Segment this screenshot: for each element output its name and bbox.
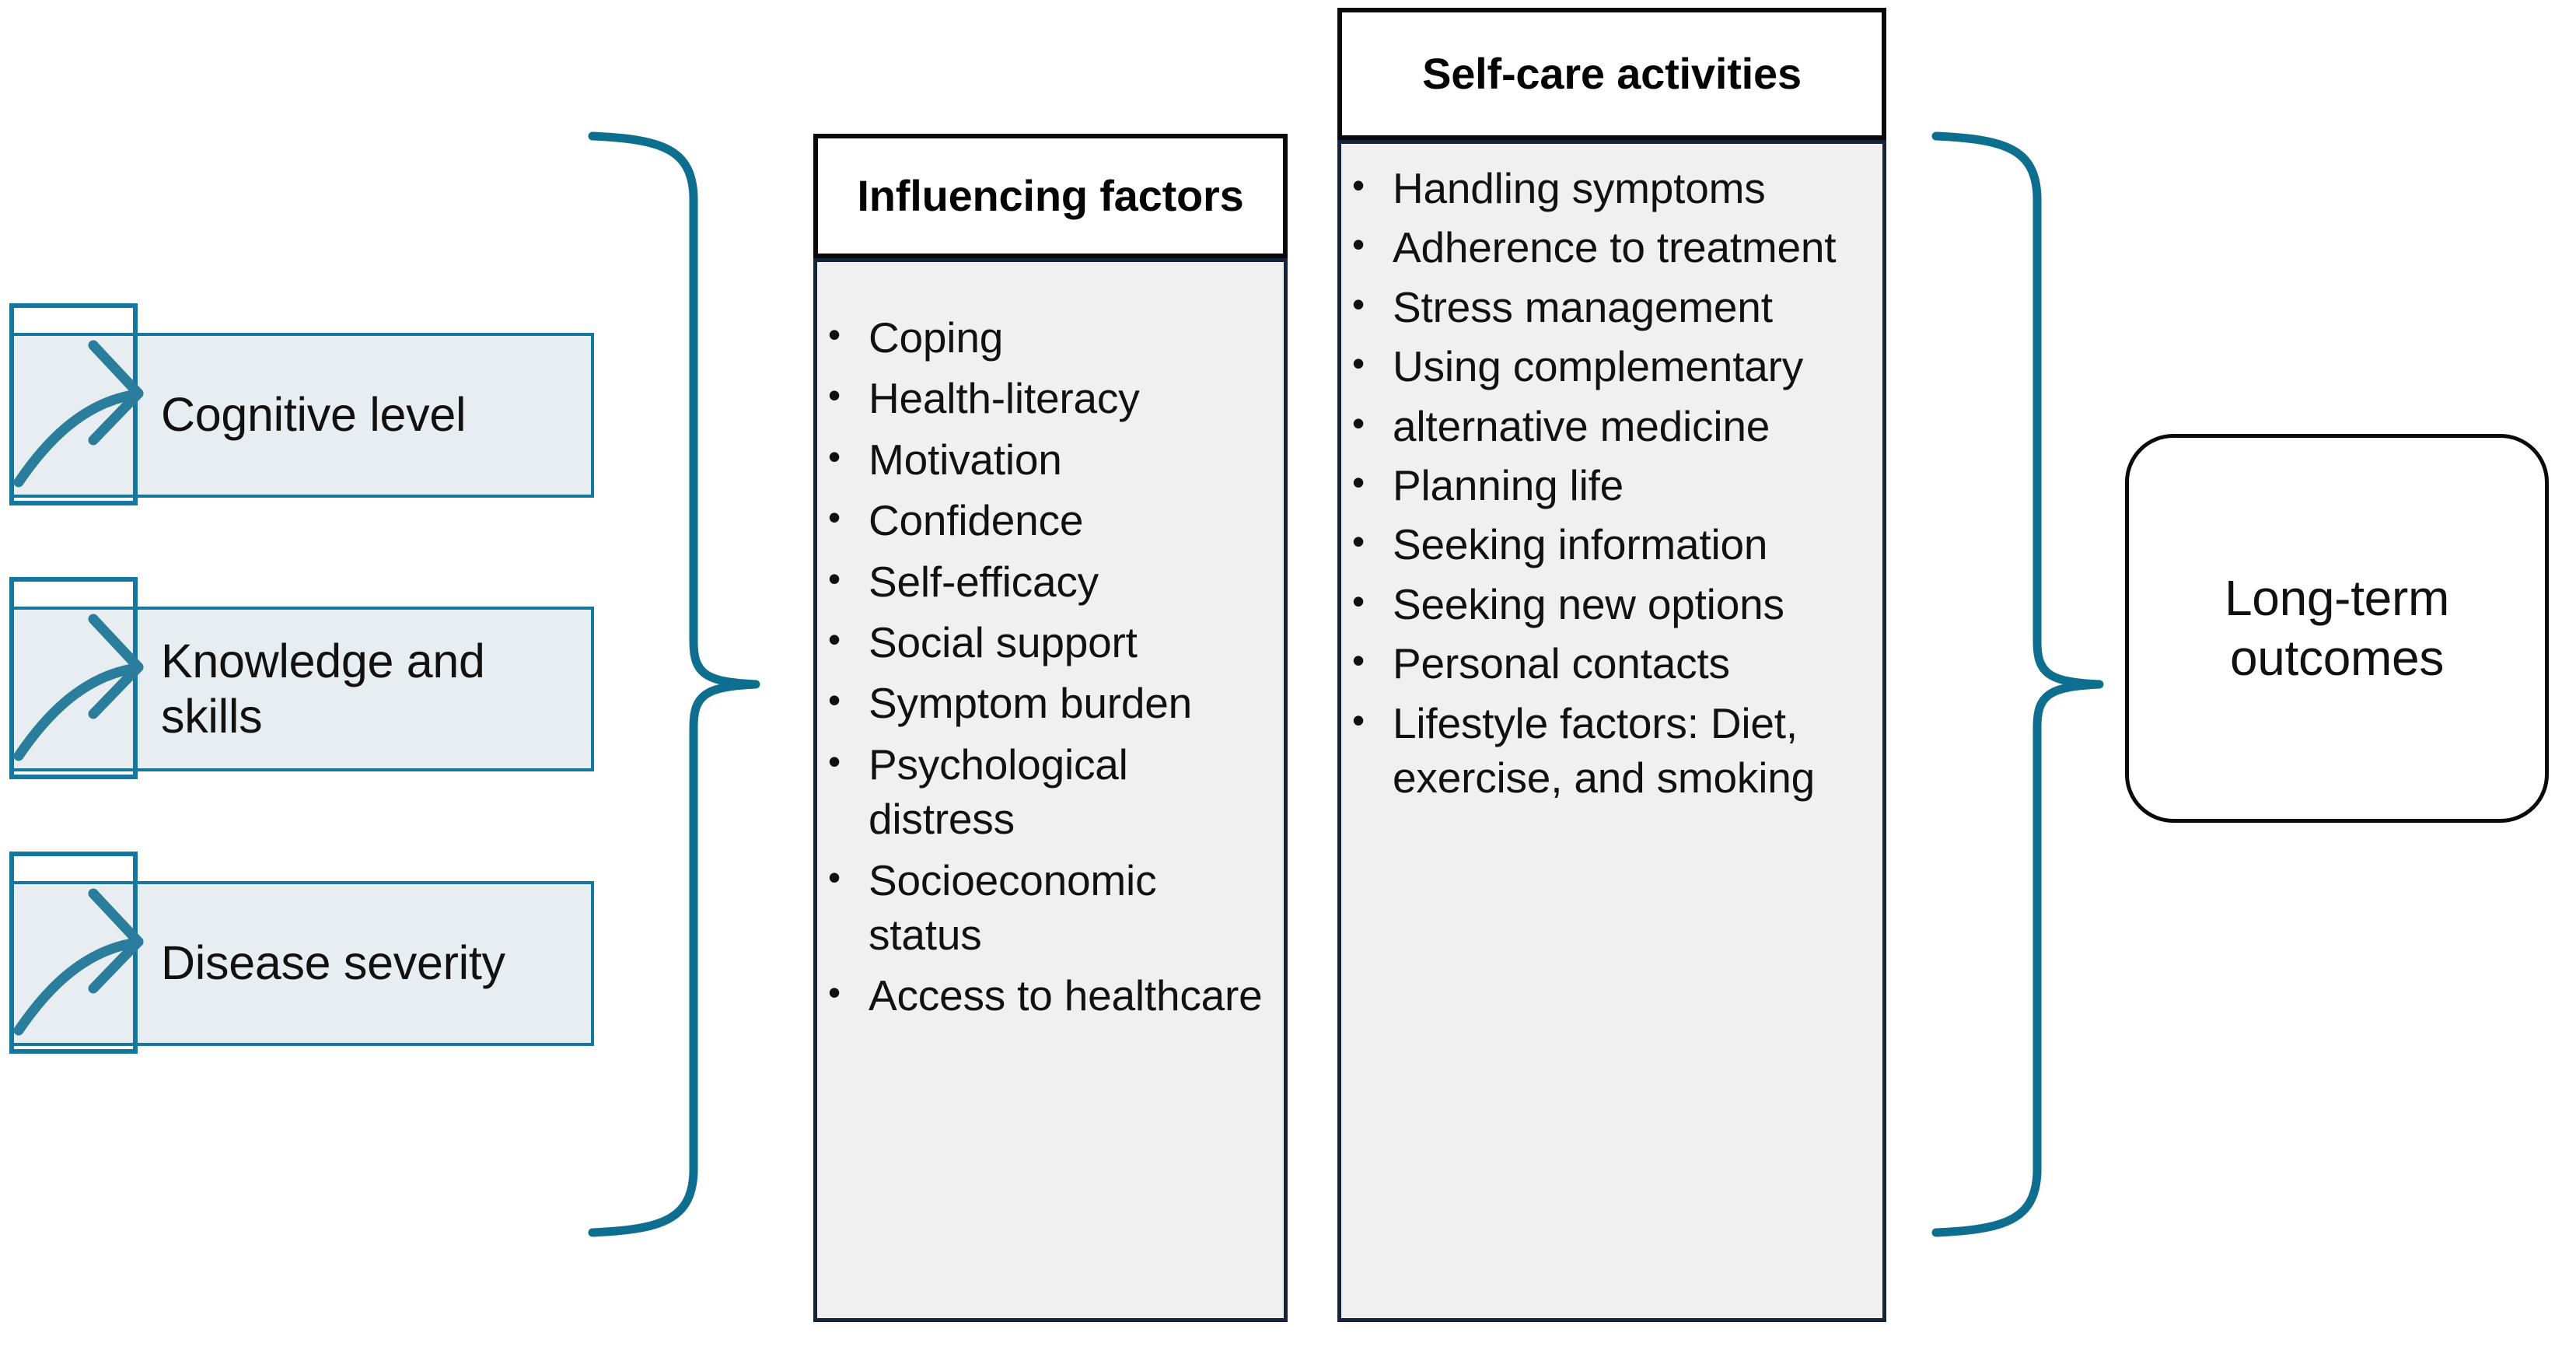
self-care-activity-item: • Seeking information: [1352, 517, 1868, 572]
determinant-label: Disease severity: [161, 936, 505, 990]
influencing-factor-item-label: Symptom burden: [869, 679, 1193, 728]
influencing-factor-item: • Coping: [828, 310, 1270, 365]
self-care-activity-item: • Personal contacts: [1352, 636, 1868, 691]
self-care-activity-item: • Handling symptoms: [1352, 161, 1868, 215]
bullet-icon: •: [828, 497, 841, 538]
self-care-activity-item: • alternative medicine: [1352, 399, 1868, 453]
determinant-label: Cognitive level: [161, 388, 467, 442]
influencing-factor-item: • Social support: [828, 615, 1270, 670]
influencing-factor-item-label: Self-efficacy: [869, 557, 1099, 606]
self-care-activity-item-label: Adherence to treatment: [1393, 223, 1837, 272]
determinant-icon-frame-2: [9, 577, 138, 779]
bullet-icon: •: [828, 558, 841, 599]
bullet-icon: •: [1352, 521, 1365, 562]
self-care-activities-header: Self-care activities: [1337, 8, 1886, 140]
bullet-icon: •: [828, 618, 841, 659]
bullet-icon: •: [1352, 224, 1365, 265]
self-care-activity-item: • Stress management: [1352, 280, 1868, 334]
self-care-activities-list: • Handling symptoms • Adherence to treatmen…: [1352, 161, 1868, 805]
influencing-factors-title: Influencing factors: [857, 170, 1244, 220]
influencing-factor-item-label: Confidence: [869, 496, 1084, 545]
self-care-activity-item: • Planning life: [1352, 458, 1868, 512]
self-care-activity-item-label: Planning life: [1393, 460, 1624, 509]
self-care-activity-item-label: Handling symptoms: [1393, 164, 1766, 212]
self-care-activities-body: • Handling symptoms • Adherence to treatmen…: [1337, 140, 1886, 1322]
influencing-factors-header: Influencing factors: [813, 134, 1288, 258]
influencing-factor-item: • Self-efficacy: [828, 554, 1270, 609]
influencing-factor-item-label: Coping: [869, 313, 1004, 362]
influencing-factor-item-label: Health-literacy: [869, 374, 1140, 423]
influencing-factor-item-label: Socioeconomic status: [869, 855, 1157, 959]
bullet-icon: •: [1352, 580, 1365, 621]
bullet-icon: •: [1352, 165, 1365, 205]
long-term-outcomes-label: Long-term outcomes: [2225, 570, 2449, 686]
influencing-factor-item: • Access to healthcare: [828, 968, 1270, 1023]
bullet-icon: •: [828, 740, 841, 782]
self-care-activity-item-label: Stress management: [1393, 282, 1773, 331]
determinant-icon-frame-1: [9, 303, 138, 505]
influencing-factors-list: • Coping • Health-literacy • Motivation • Confi…: [828, 310, 1270, 1023]
influencing-factor-item: • Confidence: [828, 493, 1270, 547]
influencing-factors-body: • Coping • Health-literacy • Motivation • Confi…: [813, 258, 1288, 1322]
influencing-factor-item: • Socioeconomic status: [828, 853, 1270, 963]
influencing-factor-item-label: Social support: [869, 617, 1138, 666]
self-care-activity-item-label: Personal contacts: [1393, 639, 1730, 688]
influencing-factor-item: • Symptom burden: [828, 676, 1270, 730]
bullet-icon: •: [1352, 640, 1365, 681]
bullet-icon: •: [828, 680, 841, 721]
self-care-activities-title: Self-care activities: [1422, 48, 1802, 98]
bullet-icon: •: [828, 972, 841, 1013]
long-term-outcomes-box[interactable]: Long-term outcomes: [2125, 434, 2549, 823]
influencing-factor-item: • Motivation: [828, 432, 1270, 487]
bullet-icon: •: [828, 375, 841, 416]
bullet-icon: •: [1352, 283, 1365, 324]
bullet-icon: •: [828, 314, 841, 355]
self-care-activity-item: • Seeking new options: [1352, 577, 1868, 631]
bullet-icon: •: [828, 856, 841, 897]
left-curly-brace: [588, 131, 760, 1237]
self-care-activity-item: • Adherence to treatment: [1352, 220, 1868, 275]
bullet-icon: •: [828, 435, 841, 477]
self-care-activity-item-label: Using complementary: [1393, 342, 1804, 391]
influencing-factor-item-label: Motivation: [869, 435, 1062, 484]
bullet-icon: •: [1352, 461, 1365, 502]
determinant-icon-frame-3: [9, 852, 138, 1054]
right-curly-brace: [1931, 131, 2104, 1237]
self-care-activity-item: • Using complementary: [1352, 339, 1868, 393]
self-care-activity-item: • Lifestyle factors: Diet, exercise, and …: [1352, 696, 1868, 806]
self-care-activity-item-label: alternative medicine: [1393, 401, 1770, 450]
self-care-activity-item-label: Seeking information: [1393, 520, 1768, 569]
self-care-activity-item-label: Seeking new options: [1393, 579, 1784, 628]
influencing-factor-item-label: Access to healthcare: [869, 971, 1263, 1020]
determinant-label: Knowledge and skills: [161, 634, 485, 743]
self-care-activity-item-label: Lifestyle factors: Diet, exercise, and s…: [1393, 698, 1816, 802]
influencing-factor-item-label: Psychological distress: [869, 740, 1128, 844]
influencing-factor-item: • Psychological distress: [828, 737, 1270, 847]
bullet-icon: •: [1352, 402, 1365, 443]
bullet-icon: •: [1352, 699, 1365, 740]
bullet-icon: •: [1352, 343, 1365, 384]
influencing-factor-item: • Health-literacy: [828, 371, 1270, 425]
